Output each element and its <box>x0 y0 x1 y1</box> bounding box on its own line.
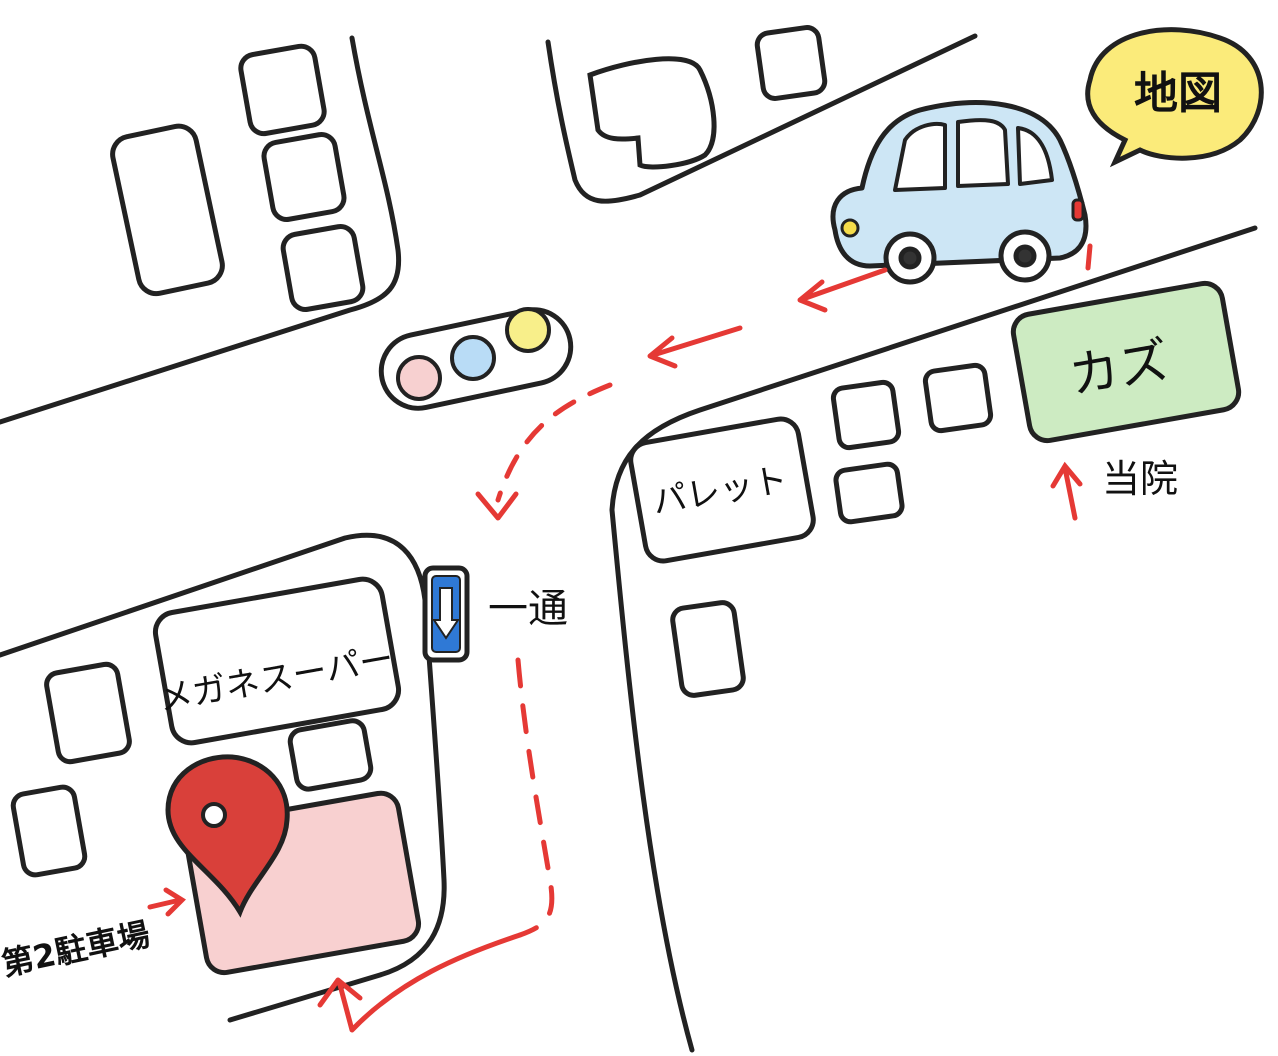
buildings-top-middle <box>587 25 828 170</box>
building-l-shape <box>587 56 717 170</box>
clinic-marker-label: 当院 <box>1102 457 1178 501</box>
building <box>238 43 327 137</box>
parking-marker-arrow <box>147 887 186 917</box>
map-pin-icon <box>165 754 290 918</box>
one-way-sign-icon <box>422 565 470 663</box>
route-arrow <box>797 267 888 313</box>
building <box>833 461 905 525</box>
buildings-top-left <box>110 43 366 312</box>
map-title-badge: 地図 <box>1134 68 1222 119</box>
building <box>261 132 347 222</box>
route-arrow-head <box>317 977 363 1008</box>
road-edge-top-middle-block <box>545 33 978 204</box>
road-lines <box>0 33 1258 1053</box>
buildings-right <box>670 362 994 698</box>
clinic-marker-arrow <box>1050 461 1083 521</box>
building <box>10 784 88 878</box>
traffic-light-icon <box>378 307 574 411</box>
one-way-label: 一通 <box>488 586 568 632</box>
clinic-building <box>1010 280 1242 444</box>
route-path <box>317 243 1093 1033</box>
route-return <box>337 932 523 1033</box>
building <box>830 379 902 451</box>
building <box>670 600 746 698</box>
car-icon <box>830 100 1089 285</box>
building <box>280 224 366 312</box>
route-dashed-curve <box>495 382 613 503</box>
parking2-label: 第2駐車場 <box>0 915 153 983</box>
road-edge-bottom-left-block <box>0 532 447 1023</box>
building <box>110 123 225 297</box>
route-segment <box>1085 243 1093 271</box>
building <box>287 718 374 792</box>
building <box>754 25 828 101</box>
building <box>922 362 994 434</box>
buildings-bottom-left <box>10 661 374 878</box>
route-dashed-straight <box>515 657 555 938</box>
route-arrow-head <box>475 491 519 521</box>
road-edge-right-block <box>609 225 1258 1053</box>
building <box>44 661 132 765</box>
megane-super-building <box>152 576 402 746</box>
palette-building <box>628 416 816 564</box>
route-arrow <box>647 325 743 369</box>
speech-bubble-icon <box>1085 27 1264 168</box>
road-edge-top-left-block <box>0 35 402 425</box>
